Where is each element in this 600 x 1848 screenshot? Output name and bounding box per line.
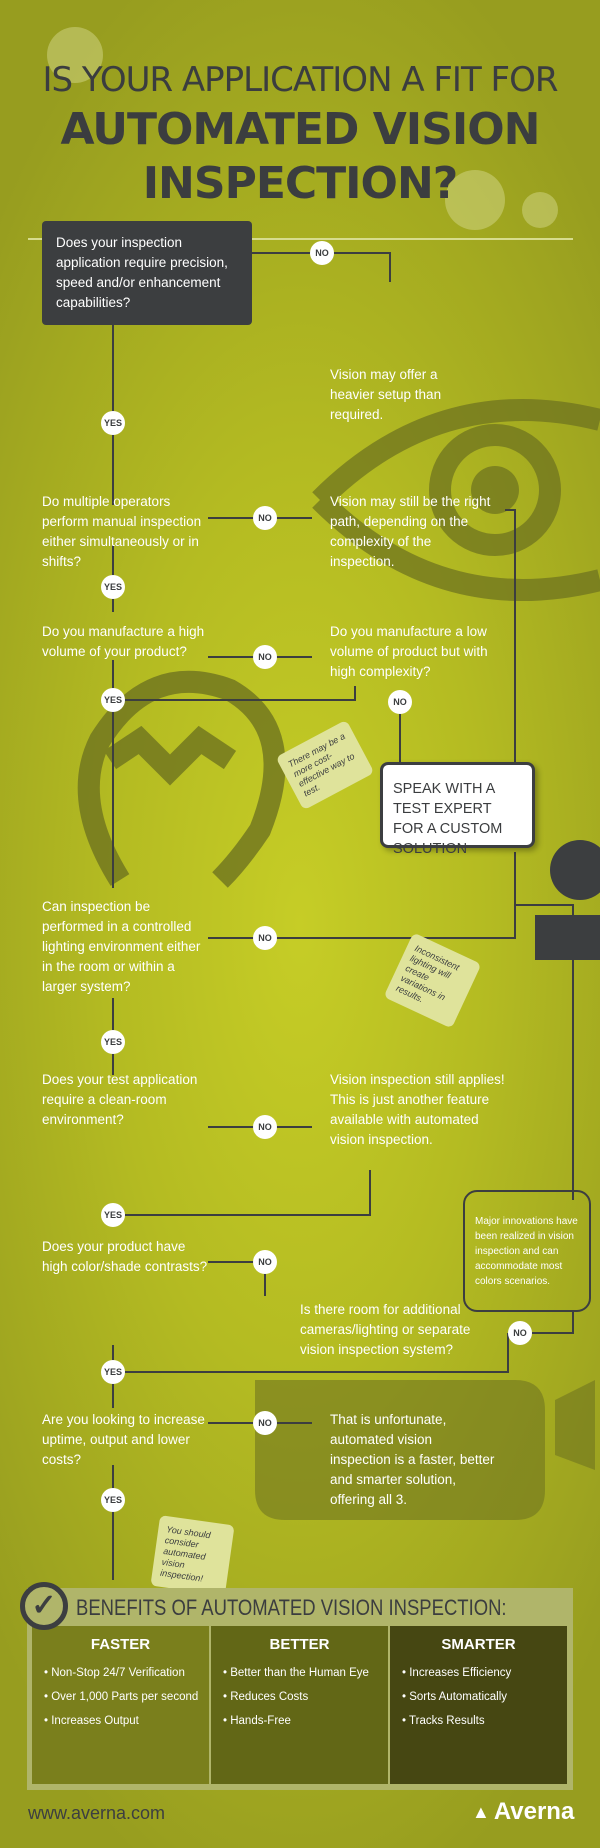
question-2: Do multiple operators perform manual ins… <box>42 494 202 569</box>
person-icon <box>535 840 600 960</box>
no-badge: NO <box>253 926 277 950</box>
averna-logo: ▲ Averna <box>472 1798 574 1826</box>
question-3: Do you manufacture a high volume of your… <box>42 624 205 659</box>
benefit-column-smarter: SMARTER Increases EfficiencySorts Automa… <box>390 1626 567 1784</box>
checkmark-icon: ✓ <box>20 1582 68 1630</box>
camera-icon <box>255 1380 595 1520</box>
no-badge: NO <box>253 1411 277 1435</box>
benefit-item: Non-Stop 24/7 Verification <box>44 1667 209 1679</box>
benefit-item: Better than the Human Eye <box>223 1667 388 1679</box>
yes-badge: YES <box>101 688 125 712</box>
website-link[interactable]: www.averna.com <box>28 1803 166 1823</box>
no-badge: NO <box>388 690 412 714</box>
answer-1: Vision may offer a heavier setup than re… <box>330 367 442 422</box>
brand-name: Averna <box>493 1798 575 1825</box>
title-line-3: INSPECTION? <box>142 158 459 209</box>
answer-7: That is unfortunate, automated vision in… <box>330 1412 495 1507</box>
lightbulb-icon <box>77 670 286 888</box>
gear-icon <box>47 27 558 230</box>
answer-5: Vision inspection still applies! This is… <box>330 1072 505 1147</box>
logo-mark-icon: ▲ <box>472 1801 490 1822</box>
column-title: SMARTER <box>441 1636 516 1653</box>
column-title: BETTER <box>269 1636 330 1653</box>
answer-2: Vision may still be the right path, depe… <box>330 494 491 569</box>
benefit-item: Sorts Automatically <box>402 1691 567 1703</box>
yes-badge: YES <box>101 575 125 599</box>
answer-6: Is there room for additional cameras/lig… <box>300 1302 471 1357</box>
benefits-band <box>27 1588 573 1626</box>
no-badge: NO <box>253 506 277 530</box>
column-title: FASTER <box>90 1636 151 1653</box>
question-1: Does your inspection application require… <box>42 221 252 325</box>
yes-badge: YES <box>101 1360 125 1384</box>
question-6: Does your product have high color/shade … <box>42 1239 208 1274</box>
title-line-2: AUTOMATED VISION <box>60 104 541 155</box>
title-line-1: IS YOUR APPLICATION A FIT FOR <box>42 60 559 100</box>
benefit-column-better: BETTER Better than the Human EyeReduces … <box>211 1626 388 1784</box>
question-7: Are you looking to increase uptime, outp… <box>42 1412 205 1467</box>
speak-with-expert-callout[interactable]: SPEAK WITH A TEST EXPERT FOR A CUSTOM SO… <box>380 762 535 857</box>
benefit-item: Reduces Costs <box>223 1691 388 1703</box>
no-badge: NO <box>253 645 277 669</box>
no-badge: NO <box>253 1115 277 1139</box>
eye-magnifier-icon <box>312 399 600 601</box>
yes-badge: YES <box>101 411 125 435</box>
benefit-column-faster: FASTER Non-Stop 24/7 VerificationOver 1,… <box>32 1626 209 1784</box>
question-5: Does your test application require a cle… <box>42 1072 198 1127</box>
no-badge: NO <box>310 241 334 265</box>
benefit-item: Tracks Results <box>402 1715 567 1727</box>
question-4: Can inspection be performed in a control… <box>42 899 201 994</box>
no-badge: NO <box>508 1321 532 1345</box>
benefit-item: Increases Output <box>44 1715 209 1727</box>
benefits-heading: BENEFITS OF AUTOMATED VISION INSPECTION: <box>76 1595 507 1620</box>
benefit-item: Increases Efficiency <box>402 1667 567 1679</box>
no-badge: NO <box>253 1250 277 1274</box>
benefit-item: Hands-Free <box>223 1715 388 1727</box>
flow-lines <box>112 252 574 1580</box>
answer-3: Do you manufacture a low volume of produ… <box>330 624 488 679</box>
yes-badge: YES <box>101 1030 125 1054</box>
yes-badge: YES <box>101 1488 125 1512</box>
innovations-note: Major innovations have been realized in … <box>463 1190 591 1312</box>
divider <box>28 238 573 240</box>
yes-badge: YES <box>101 1203 125 1227</box>
tag-consider: You should consider automated vision ins… <box>150 1515 235 1596</box>
benefit-item: Over 1,000 Parts per second <box>44 1691 209 1703</box>
